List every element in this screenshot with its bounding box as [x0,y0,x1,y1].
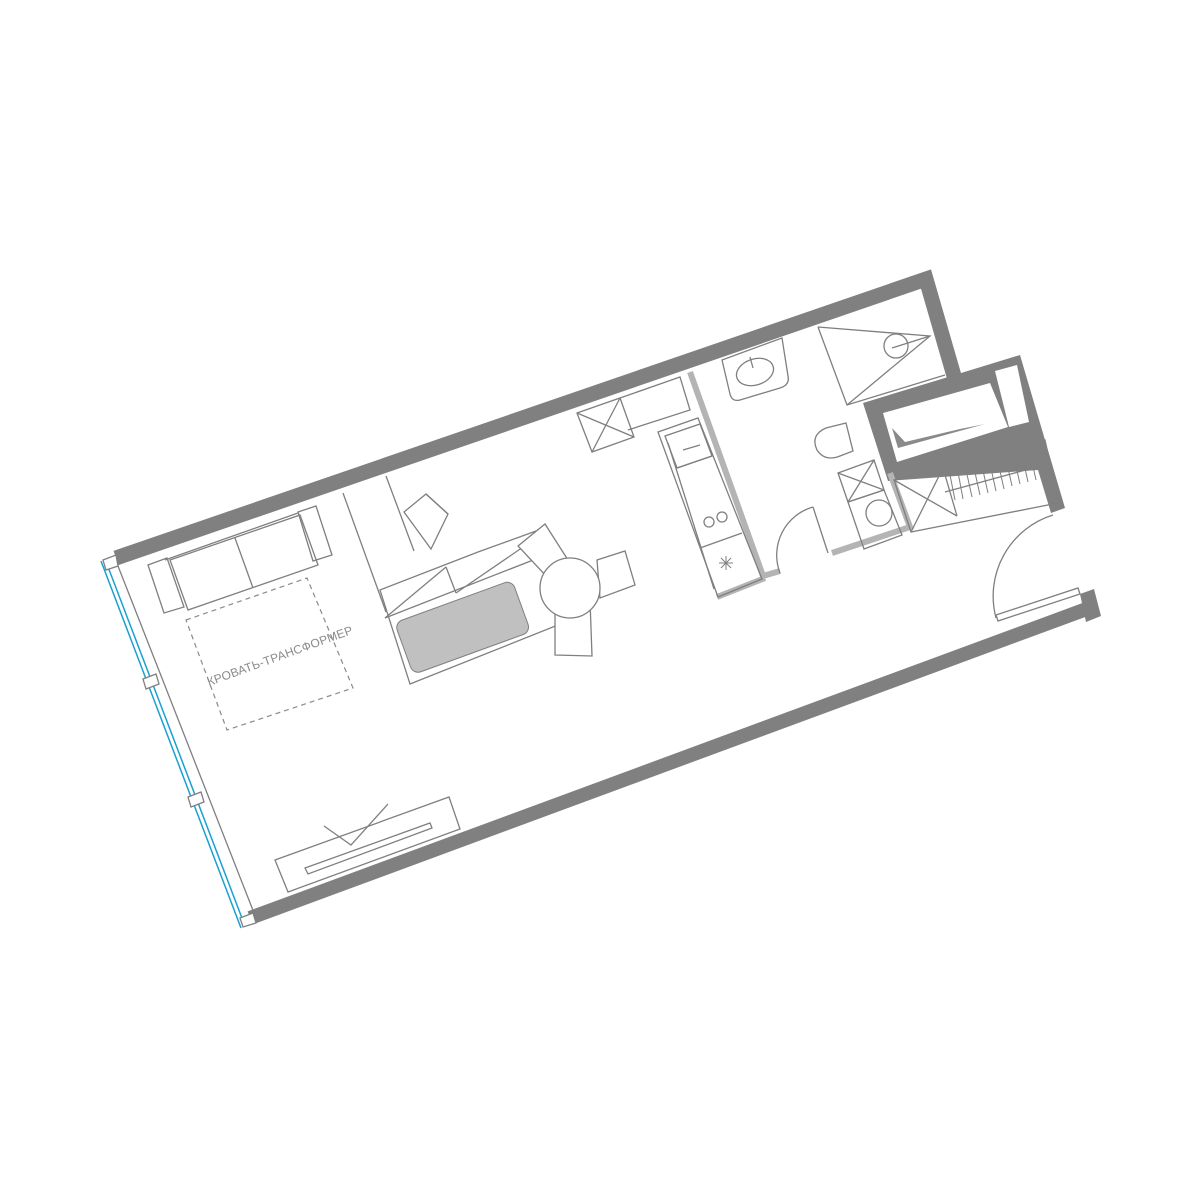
kitchen-partition [687,370,781,580]
entrance-door[interactable] [992,514,1081,622]
desk-chair [403,493,449,551]
dining-table [517,523,636,657]
sofa-cushion [396,581,530,673]
shower [817,326,946,406]
bed-label: КРОВАТЬ-ТРАНСФОРМЕР [205,623,354,689]
toilet [814,422,854,459]
bathtub [863,355,1065,513]
desk [342,475,415,613]
wash-basin [721,337,789,402]
wardrobe [893,439,1059,533]
washing-machine [847,489,903,550]
hob-icon [703,511,728,528]
bathroom-cabinet [837,459,885,503]
tv-stand [274,796,461,893]
kitchen-counter [657,417,763,598]
entry-wall-stub [1080,589,1101,622]
fridge-icon [719,556,733,570]
window [100,554,257,929]
bottom-exterior-wall [247,600,1095,925]
top-exterior-wall [113,269,962,566]
bathroom-door[interactable] [776,506,829,574]
upper-cabinet [576,376,691,453]
